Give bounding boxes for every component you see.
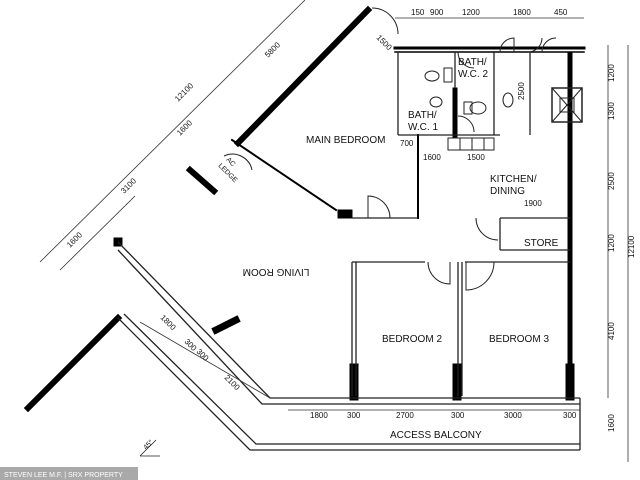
dim-bottom-6: 300 <box>563 411 577 420</box>
dim-inner-diag-3: 300 <box>195 347 211 363</box>
upper-diagonal-wall <box>233 5 373 148</box>
wall-stub-2 <box>211 315 241 335</box>
dim-diag-total: 12100 <box>173 81 195 103</box>
credit-background <box>0 467 138 480</box>
door-bath2 <box>457 51 475 69</box>
ac-ledge-label-1: AC <box>225 156 237 168</box>
wc-bath2 <box>424 70 440 82</box>
bedroom-diagonal-wall <box>230 138 338 212</box>
dim-inner-2: 700 <box>400 139 414 148</box>
dim-bottom-4: 300 <box>451 411 465 420</box>
door-top-2 <box>527 37 557 53</box>
dim-bottom-5: 3000 <box>504 411 522 420</box>
dim-top-3: 1200 <box>462 8 480 17</box>
dim-diag-1: 5800 <box>263 40 282 59</box>
door-main-bedroom <box>367 195 391 219</box>
lift-box <box>551 87 583 123</box>
dim-right-4: 1200 <box>607 234 616 252</box>
angle-label: 45° <box>142 438 155 451</box>
dim-inner-diag-4: 2100 <box>223 373 242 392</box>
dim-right-total: 12100 <box>627 235 636 258</box>
store-label: STORE <box>524 238 559 249</box>
bedroom2-label: BEDROOM 2 <box>382 334 442 345</box>
dim-top-1: 150 <box>411 8 425 17</box>
door-top-1 <box>499 37 515 53</box>
walls <box>23 5 586 413</box>
credit-text: STEVEN LEE M.F. | SRX PROPERTY <box>4 472 123 479</box>
angle-marker <box>139 439 160 457</box>
dim-inner-3: 1600 <box>423 153 441 162</box>
door-store <box>475 217 499 241</box>
dim-inner-1: 1500 <box>375 33 394 52</box>
kitchen-label-line1: KITCHEN/ <box>490 174 537 185</box>
dim-inner-6: 1900 <box>524 199 542 208</box>
door-entrance <box>371 7 399 35</box>
door-ac-ledge <box>223 153 253 171</box>
bedroom3-label: BEDROOM 3 <box>489 334 549 345</box>
dim-top-2: 900 <box>430 8 444 17</box>
lower-diagonal-wall <box>23 313 123 413</box>
main-bedroom-label: MAIN BEDROOM <box>306 135 385 146</box>
basin-2 <box>502 92 514 108</box>
wall-stub-1 <box>185 165 219 196</box>
dim-diag-4: 1600 <box>65 230 84 249</box>
bath1-label-line1: BATH/ <box>408 110 437 121</box>
dim-right-6: 1600 <box>607 414 616 432</box>
door-bath1 <box>457 115 475 133</box>
dim-right-5: 4100 <box>607 322 616 340</box>
living-room-label: LIVING ROOM <box>243 266 310 277</box>
doors <box>223 7 557 291</box>
dim-bottom-2: 300 <box>347 411 361 420</box>
dim-diag-2: 1600 <box>175 118 194 137</box>
dim-inner-diag-1: 1800 <box>159 313 178 332</box>
dim-bottom-3: 2700 <box>396 411 414 420</box>
dimension-lines <box>39 0 629 462</box>
ac-ledge-label-2: LEDGE <box>217 162 239 184</box>
door-bedroom3 <box>465 261 495 291</box>
dim-diag-3: 3100 <box>119 176 138 195</box>
basin-1 <box>429 96 443 108</box>
dim-right-3: 2500 <box>607 172 616 190</box>
door-bedroom2 <box>427 261 451 285</box>
sink-counter <box>447 137 495 151</box>
dim-inner-5: 2500 <box>517 82 526 100</box>
dim-right-1: 1200 <box>607 64 616 82</box>
dim-top-5: 450 <box>554 8 568 17</box>
access-balcony-label: ACCESS BALCONY <box>390 430 482 441</box>
bath1-label-line2: W.C. 1 <box>408 122 438 133</box>
wc-bath1 <box>469 101 487 115</box>
column-b <box>337 209 353 219</box>
dim-inner-4: 1500 <box>467 153 485 162</box>
dim-bottom-1: 1800 <box>310 411 328 420</box>
dim-right-2: 1300 <box>607 102 616 120</box>
dim-top-4: 1800 <box>513 8 531 17</box>
kitchen-label-line2: DINING <box>490 186 525 197</box>
fixtures <box>424 67 583 151</box>
partitions <box>117 52 581 451</box>
bath2-label-line1: BATH/ <box>458 57 487 68</box>
bath2-label-line2: W.C. 2 <box>458 69 488 80</box>
